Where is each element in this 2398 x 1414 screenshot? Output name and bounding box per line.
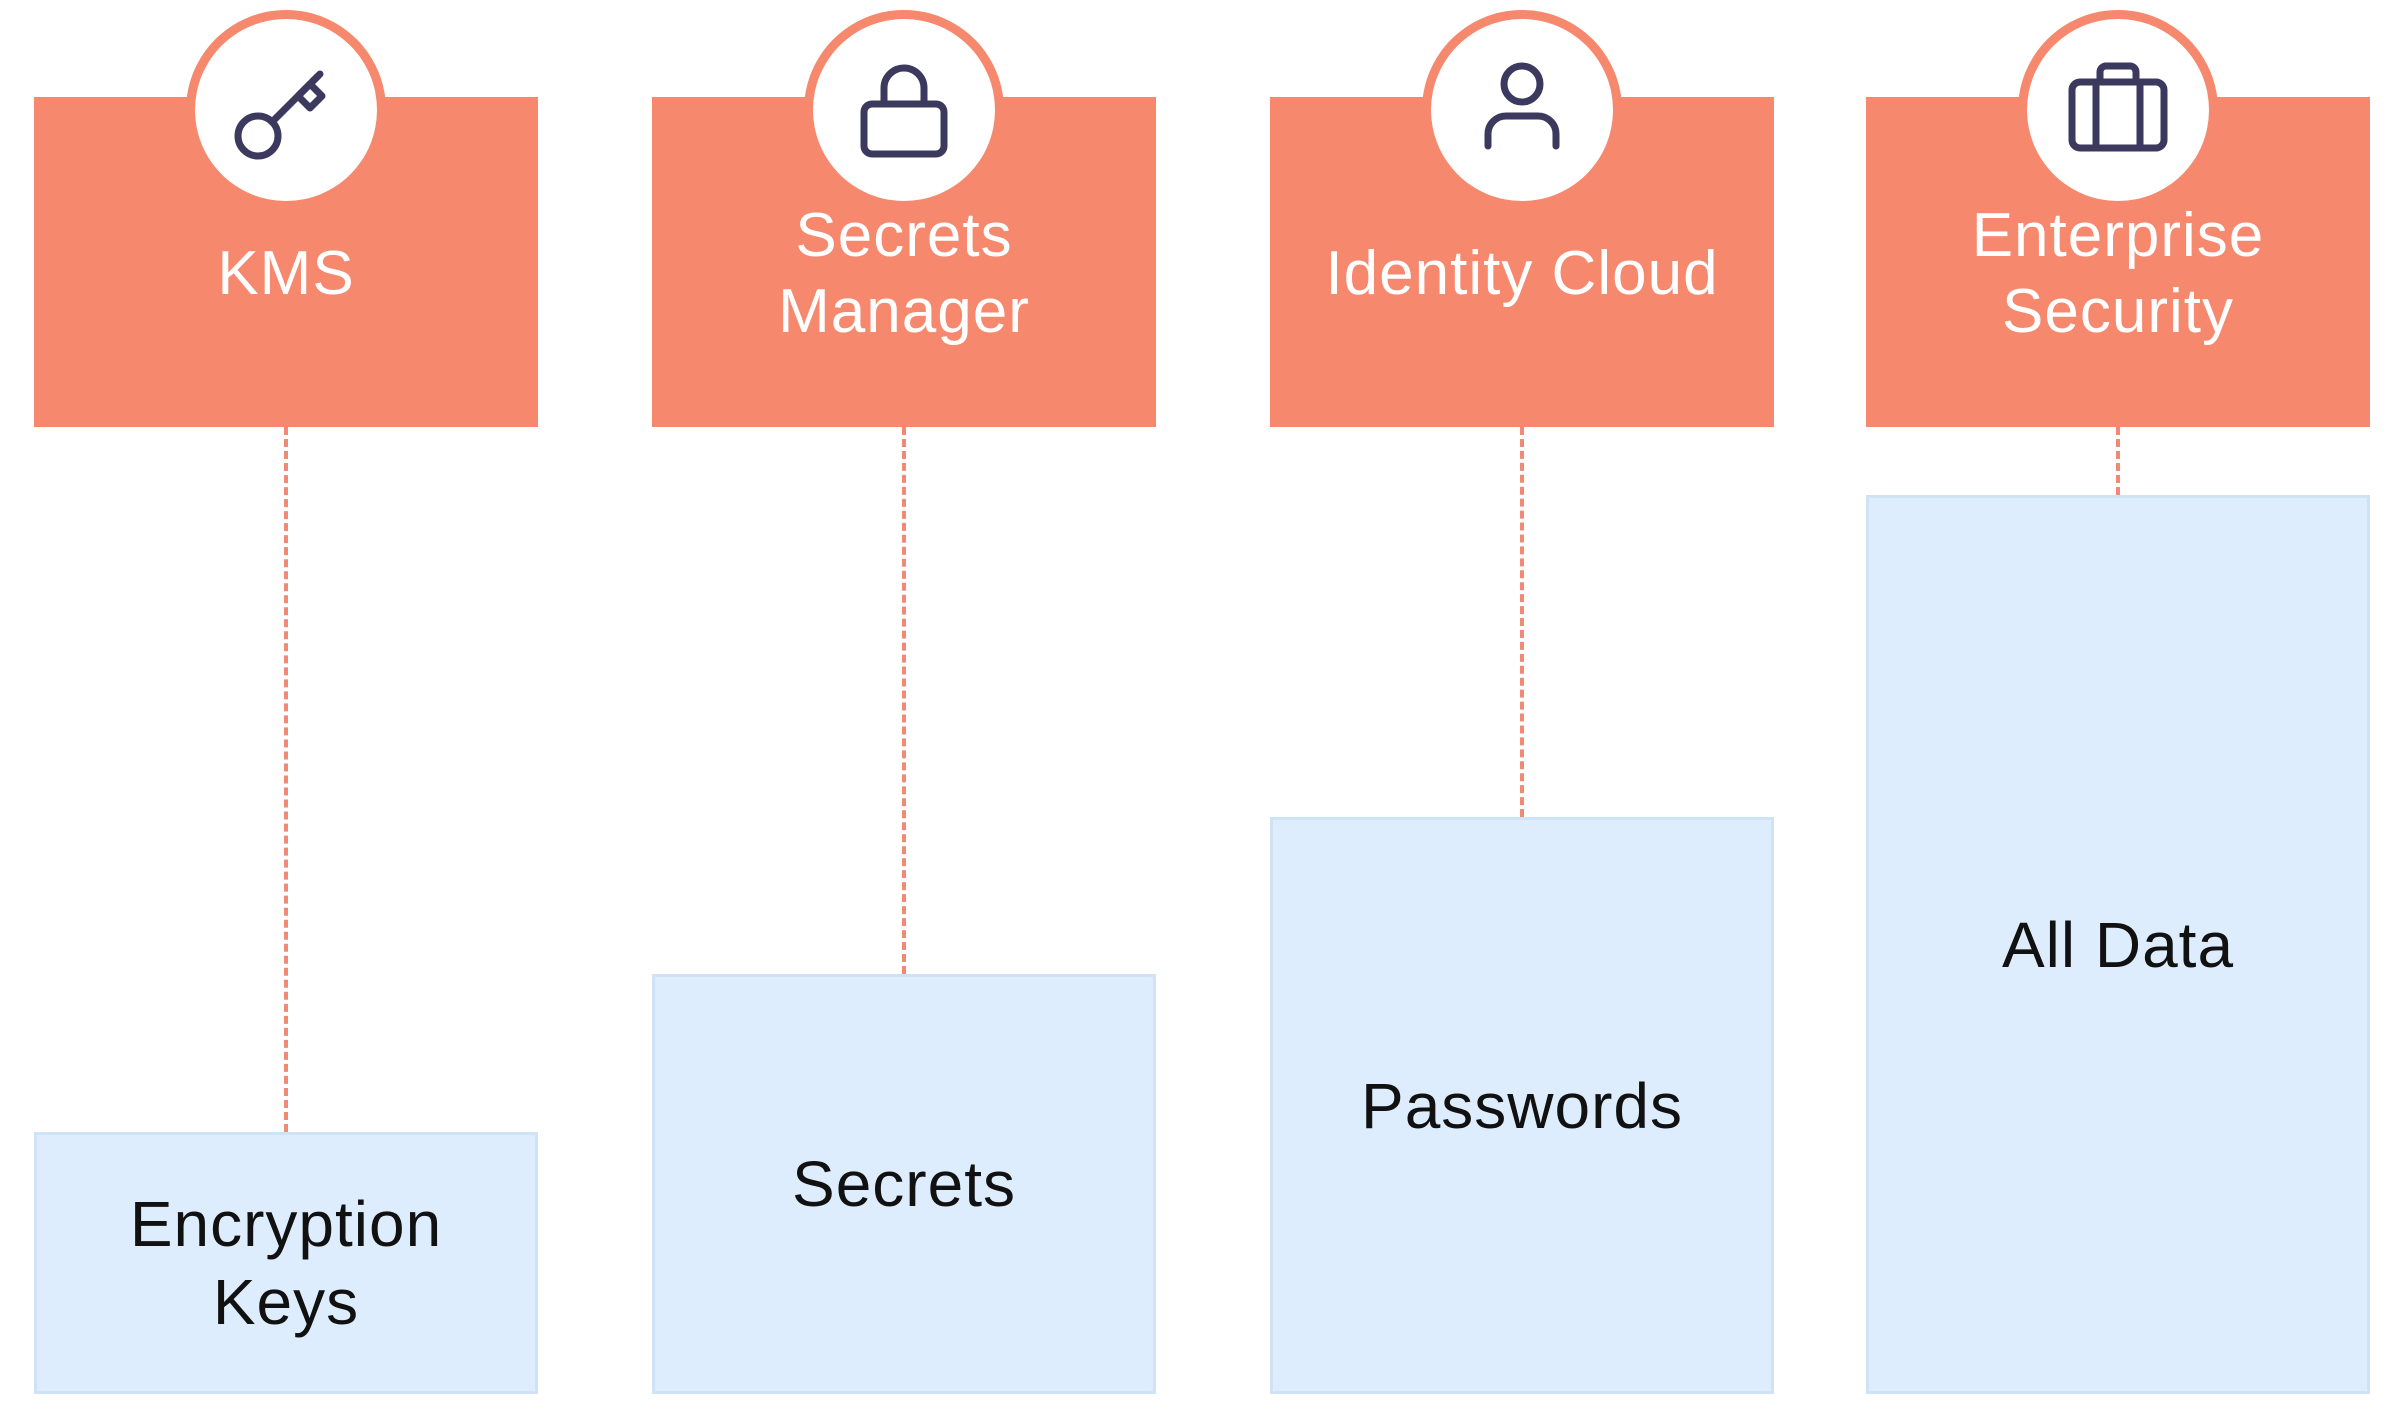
data-label: Secrets: [792, 1148, 1016, 1220]
briefcase-icon: [2068, 62, 2168, 152]
product-column-kms: KMS Encryption Keys: [34, 0, 538, 1414]
data-label: Encryption Keys: [129, 1188, 443, 1338]
connector-line: [902, 427, 906, 974]
data-label: All Data: [2001, 908, 2235, 981]
product-column-enterprise-security: Enterprise Security All Data: [1866, 0, 2370, 1414]
lock-icon: [860, 64, 948, 158]
icon-badge-inner: [1431, 19, 1613, 201]
product-label: KMS: [217, 239, 355, 308]
product-label: Enterprise Security: [1971, 201, 2265, 346]
data-box: All Data: [1866, 495, 2370, 1394]
product-label: Secrets Manager: [778, 201, 1030, 346]
user-icon: [1484, 62, 1560, 150]
product-column-identity-cloud: Identity Cloud Passwords: [1270, 0, 1774, 1414]
connector-line: [284, 427, 288, 1132]
key-icon: [234, 70, 326, 160]
data-label: Passwords: [1361, 1069, 1683, 1142]
data-box: Secrets: [652, 974, 1156, 1394]
product-label: Identity Cloud: [1325, 239, 1719, 308]
data-box: Passwords: [1270, 817, 1774, 1394]
icon-badge-inner: [813, 19, 995, 201]
data-box: Encryption Keys: [34, 1132, 538, 1394]
connector-line: [2116, 427, 2120, 495]
icon-badge-inner: [2027, 19, 2209, 201]
product-column-secrets-manager: Secrets Manager Secrets: [652, 0, 1156, 1414]
connector-line: [1520, 427, 1524, 817]
